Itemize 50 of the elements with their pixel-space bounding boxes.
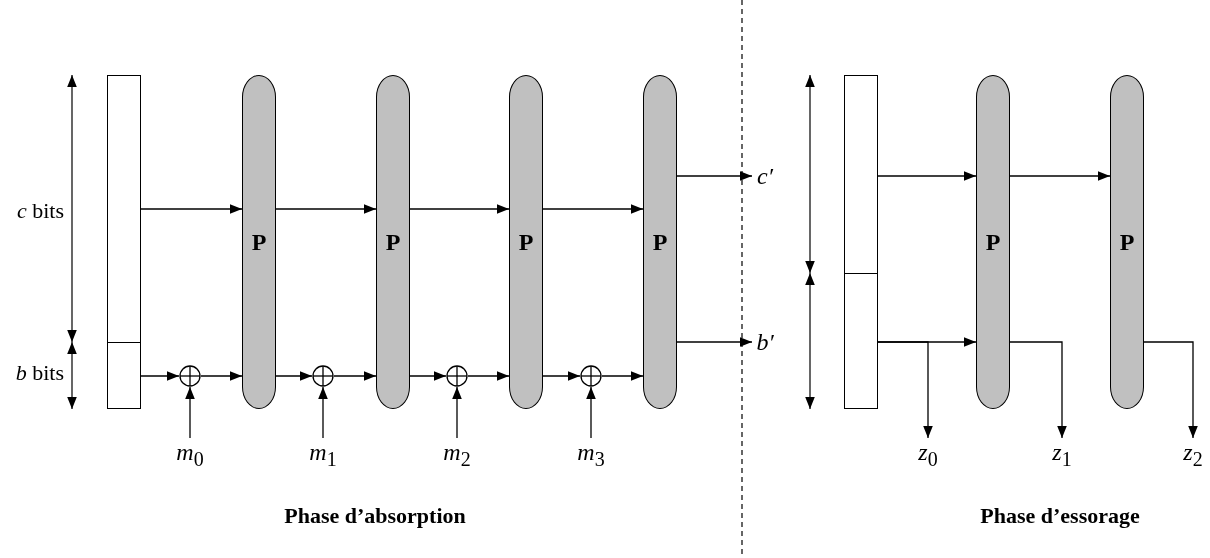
arrow: [676, 171, 753, 181]
permutation-box: P: [376, 75, 410, 409]
variable-label: z$_{0}$: [910, 438, 946, 472]
arrow: [200, 371, 243, 381]
arrow: [586, 386, 596, 439]
state-block: [844, 75, 878, 274]
variable-label: z$_{2}$: [1176, 438, 1210, 472]
arrow: [1143, 341, 1198, 439]
arrow: [601, 371, 644, 381]
arrow: [140, 371, 180, 381]
arrow: [318, 386, 328, 439]
phase-title: Phase d’absorption: [283, 503, 467, 529]
dimension-label: b bits: [14, 360, 64, 386]
xor-symbol: [446, 365, 468, 387]
permutation-box: P: [242, 75, 276, 409]
xor-symbol: [179, 365, 201, 387]
arrow: [333, 371, 377, 381]
variable-label: c′: [752, 160, 778, 192]
arrow: [275, 371, 313, 381]
permutation-box: P: [509, 75, 543, 409]
xor-symbol: [580, 365, 602, 387]
phase-title: Phase d’essorage: [979, 503, 1141, 529]
arrow: [409, 204, 510, 214]
arrow: [877, 341, 933, 439]
state-block: [107, 342, 141, 409]
permutation-box: P: [976, 75, 1010, 409]
state-block: [107, 75, 141, 343]
arrow: [275, 204, 377, 214]
arrow: [877, 171, 977, 181]
variable-label: b′: [752, 326, 778, 358]
variable-label: m$_{1}$: [303, 438, 343, 472]
permutation-box: P: [643, 75, 677, 409]
arrow: [140, 204, 243, 214]
arrow: [542, 371, 581, 381]
arrow: [452, 386, 462, 439]
arrow: [1009, 171, 1111, 181]
state-block: [844, 273, 878, 409]
permutation-box: P: [1110, 75, 1144, 409]
xor-symbol: [312, 365, 334, 387]
variable-label: z$_{1}$: [1044, 438, 1080, 472]
arrow: [467, 371, 510, 381]
arrow: [676, 337, 753, 347]
variable-label: m$_{3}$: [571, 438, 611, 472]
arrow: [1009, 341, 1067, 439]
arrow: [542, 204, 644, 214]
arrow: [185, 386, 195, 439]
variable-label: m$_{2}$: [437, 438, 477, 472]
arrow: [409, 371, 447, 381]
dimension-label: c bits: [15, 198, 64, 224]
variable-label: m$_{0}$: [170, 438, 210, 472]
